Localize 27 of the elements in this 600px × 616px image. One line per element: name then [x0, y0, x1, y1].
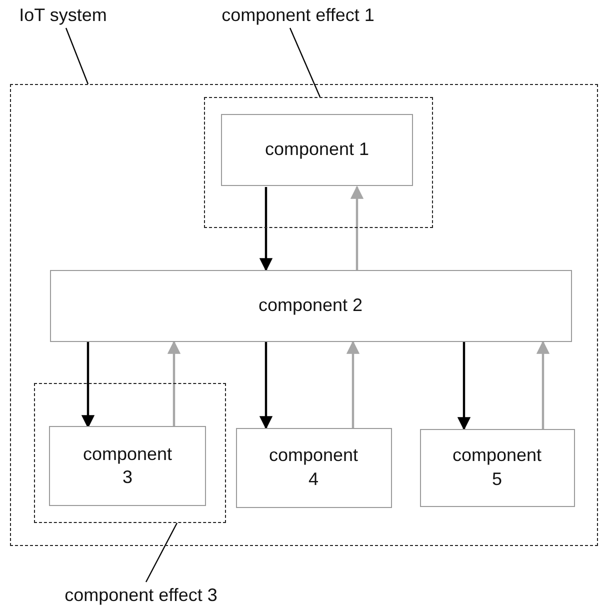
arrow	[167, 340, 181, 427]
arrow	[81, 342, 95, 428]
leader-line	[145, 522, 178, 582]
component-box	[221, 114, 413, 186]
node-label: component 2	[258, 294, 363, 317]
node-label: component 3	[82, 442, 174, 489]
component-box	[50, 270, 572, 342]
leader-line	[289, 28, 321, 98]
arrow	[259, 342, 273, 430]
dashed-boundary	[34, 382, 226, 522]
arrow	[259, 187, 273, 272]
dashed-boundary	[10, 84, 598, 546]
leader-line	[65, 28, 89, 84]
node-label: component 1	[264, 138, 370, 162]
component-box	[236, 428, 392, 508]
component-box	[49, 426, 206, 506]
arrow	[346, 340, 360, 428]
node-label: component 5	[451, 444, 543, 490]
component-box	[420, 428, 574, 506]
arrow	[457, 342, 471, 430]
node-label: component 4	[268, 444, 360, 490]
node-label: component effect 3	[64, 584, 218, 608]
arrow	[350, 186, 364, 270]
node-label: IoT system	[19, 4, 107, 28]
arrow	[536, 340, 550, 429]
dashed-boundary	[204, 96, 432, 228]
node-label: component effect 1	[222, 4, 374, 28]
